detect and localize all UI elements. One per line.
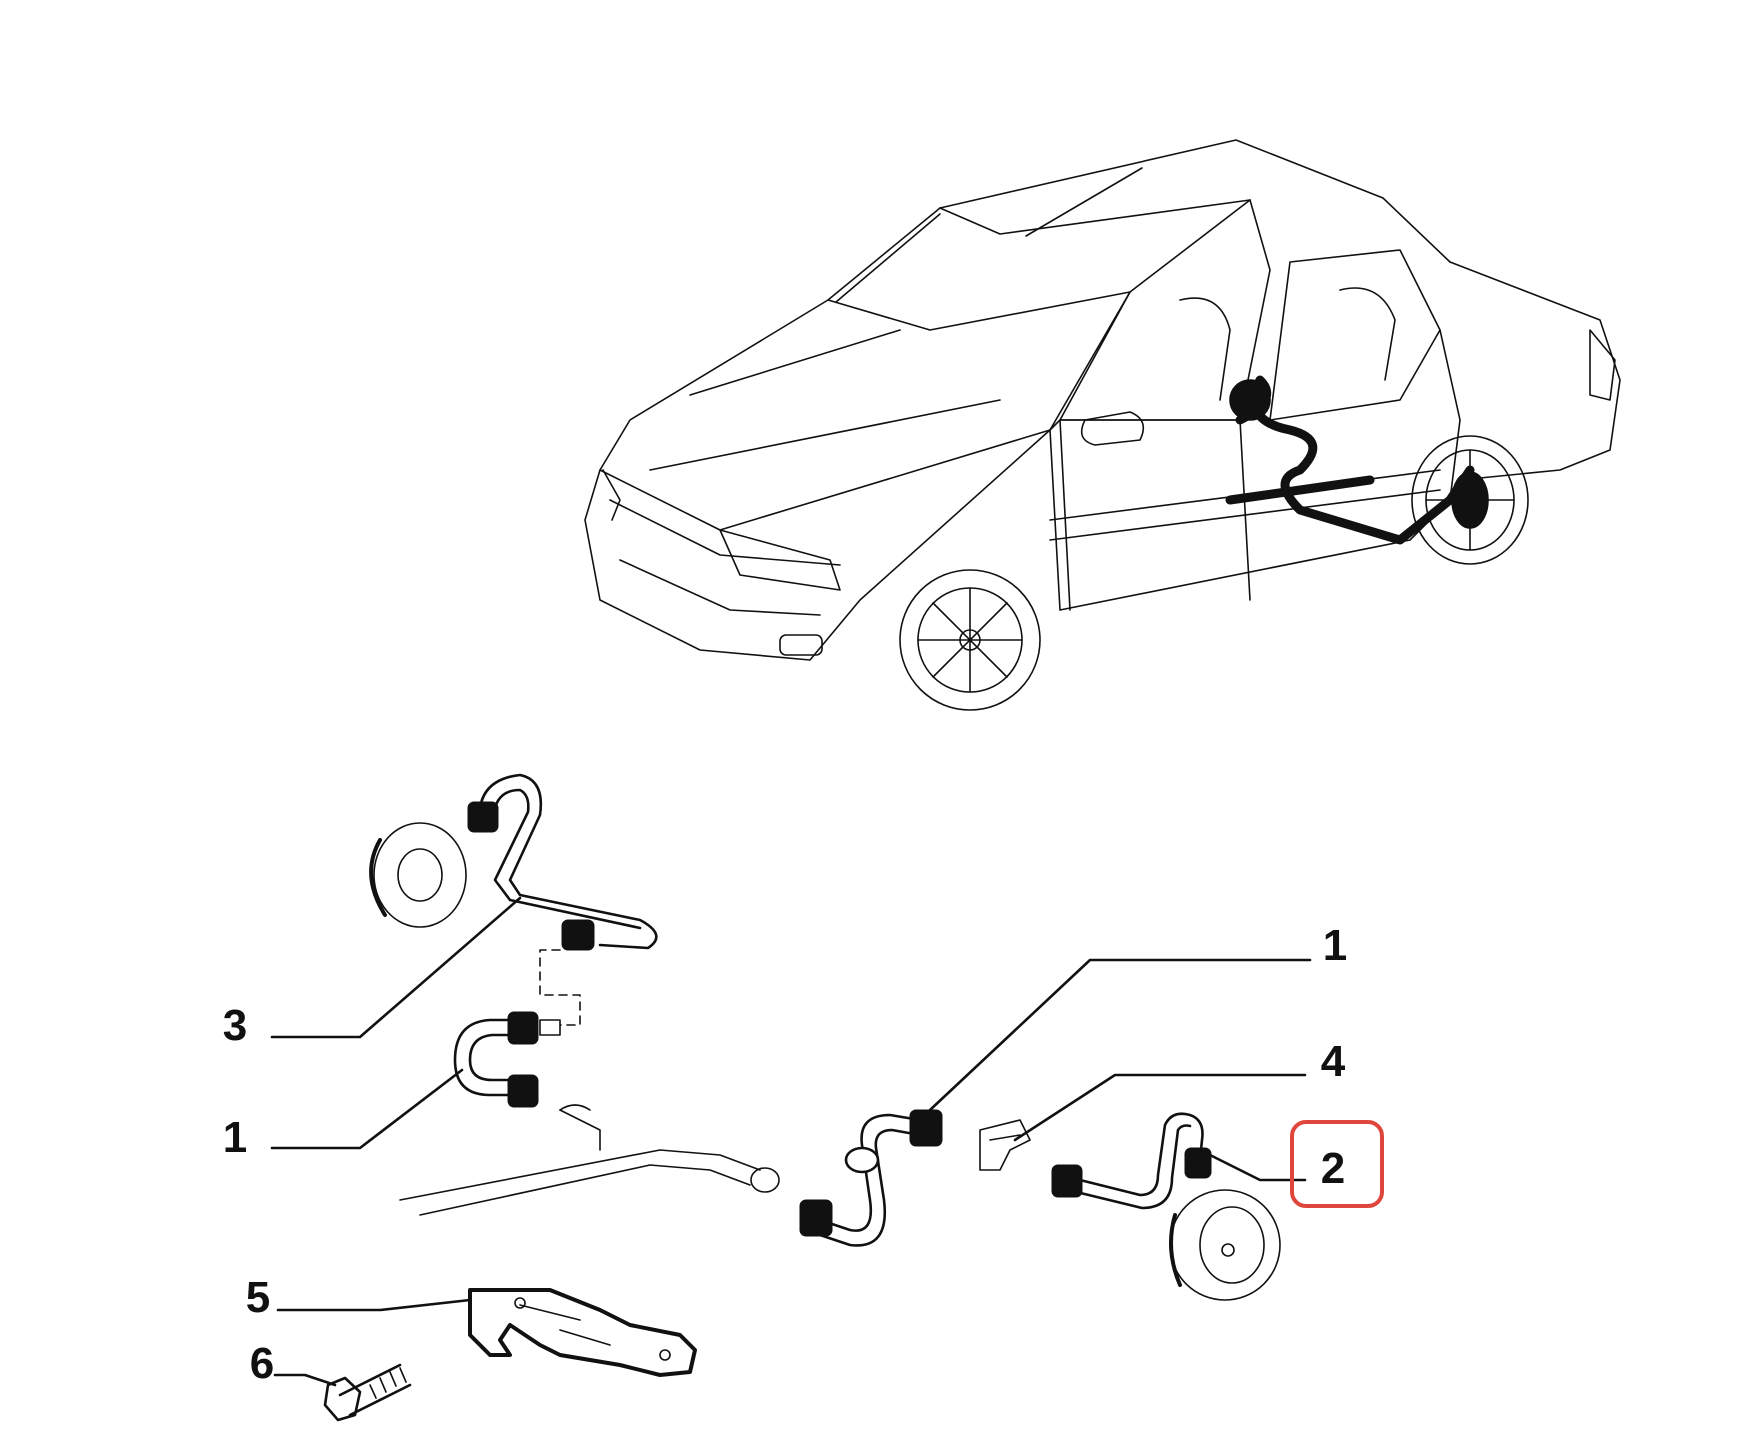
leader-lines bbox=[270, 896, 1312, 1387]
part-2-rear-pipe bbox=[1051, 1112, 1281, 1301]
leader-1-left bbox=[270, 1068, 464, 1150]
callout-1-left: 1 bbox=[223, 1113, 247, 1162]
leader-1-right bbox=[928, 958, 1312, 1112]
part-6-bolt bbox=[323, 1363, 412, 1422]
leader-3 bbox=[270, 896, 522, 1039]
callout-2: 2 bbox=[1321, 1144, 1345, 1193]
highlight-box-part-2 bbox=[1290, 1120, 1384, 1208]
part-4-bracket bbox=[979, 1119, 1031, 1171]
callout-labels: 3 1 1 4 2 5 6 bbox=[223, 921, 1347, 1388]
callout-3: 3 bbox=[223, 1001, 247, 1050]
part-1-left-hose bbox=[453, 1011, 561, 1108]
part-3-front-pipe bbox=[369, 773, 658, 1026]
leader-6 bbox=[273, 1373, 337, 1387]
leader-5 bbox=[276, 1298, 472, 1312]
part-5-plate bbox=[468, 1288, 697, 1377]
callout-6: 6 bbox=[250, 1339, 274, 1388]
car-illustration bbox=[584, 139, 1621, 711]
leader-2 bbox=[1198, 1148, 1307, 1182]
callout-5: 5 bbox=[246, 1273, 270, 1322]
part-1-right-hose bbox=[799, 1109, 943, 1247]
leader-4 bbox=[1013, 1073, 1307, 1142]
callout-1-right: 1 bbox=[1323, 921, 1347, 970]
callout-4: 4 bbox=[1321, 1037, 1346, 1086]
background-pipes bbox=[399, 1104, 780, 1216]
